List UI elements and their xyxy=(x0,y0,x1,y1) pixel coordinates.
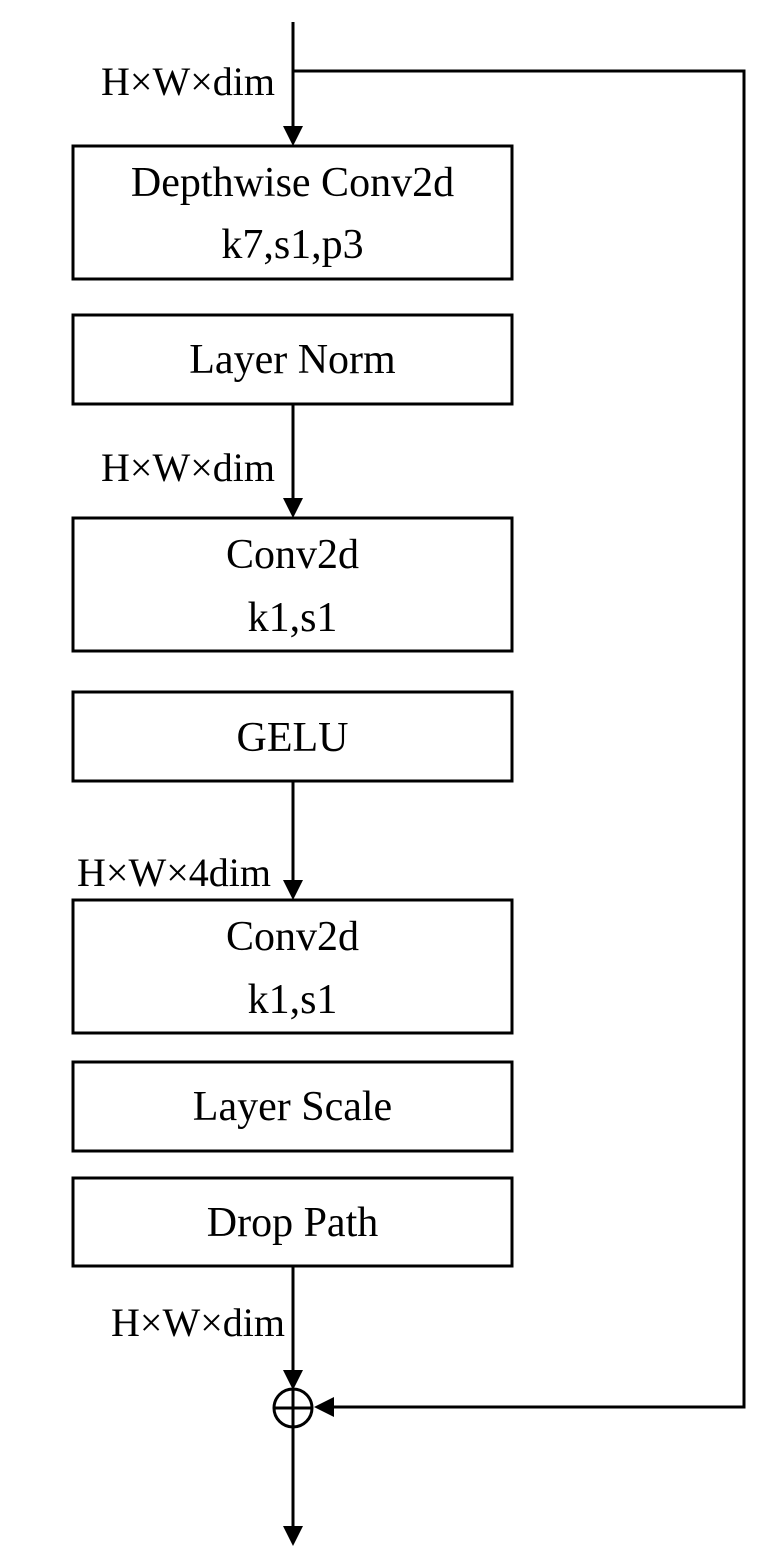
conv2d-expand-params: k1,s1 xyxy=(248,595,338,641)
layer-scale-block: Layer Scale xyxy=(71,1060,514,1153)
shape-label-after-gelu: H×W×4dim xyxy=(77,850,271,895)
depthwise-conv-block: Depthwise Conv2d k7,s1,p3 xyxy=(71,144,514,281)
conv2d-project-params: k1,s1 xyxy=(248,977,338,1023)
arrow-head-output xyxy=(283,1526,303,1546)
conv2d-project-title: Conv2d xyxy=(226,914,359,960)
sum-node xyxy=(272,1387,314,1429)
layer-norm-label: Layer Norm xyxy=(189,337,396,383)
drop-path-block: Drop Path xyxy=(71,1176,514,1268)
residual-skip-line xyxy=(293,69,746,1409)
gelu-label: GELU xyxy=(237,715,349,761)
arrow-head-input xyxy=(283,126,303,146)
depthwise-conv-params: k7,s1,p3 xyxy=(221,222,363,268)
conv2d-expand-title: Conv2d xyxy=(226,532,359,578)
depthwise-conv-title: Depthwise Conv2d xyxy=(131,160,454,206)
arrow-head-residual xyxy=(314,1397,334,1417)
drop-path-label: Drop Path xyxy=(207,1200,379,1246)
shape-label-input: H×W×dim xyxy=(101,59,275,104)
layer-scale-label: Layer Scale xyxy=(193,1084,392,1130)
arrow-head-conv1 xyxy=(283,498,303,518)
arrow-head-sum xyxy=(283,1370,303,1390)
shape-label-output: H×W×dim xyxy=(111,1300,285,1345)
gelu-block: GELU xyxy=(71,690,514,783)
layer-norm-block: Layer Norm xyxy=(71,313,514,406)
conv2d-project-block: Conv2d k1,s1 xyxy=(71,898,514,1035)
conv2d-expand-block: Conv2d k1,s1 xyxy=(71,516,514,653)
shape-label-after-norm: H×W×dim xyxy=(101,445,275,490)
arrow-head-conv2 xyxy=(283,880,303,900)
